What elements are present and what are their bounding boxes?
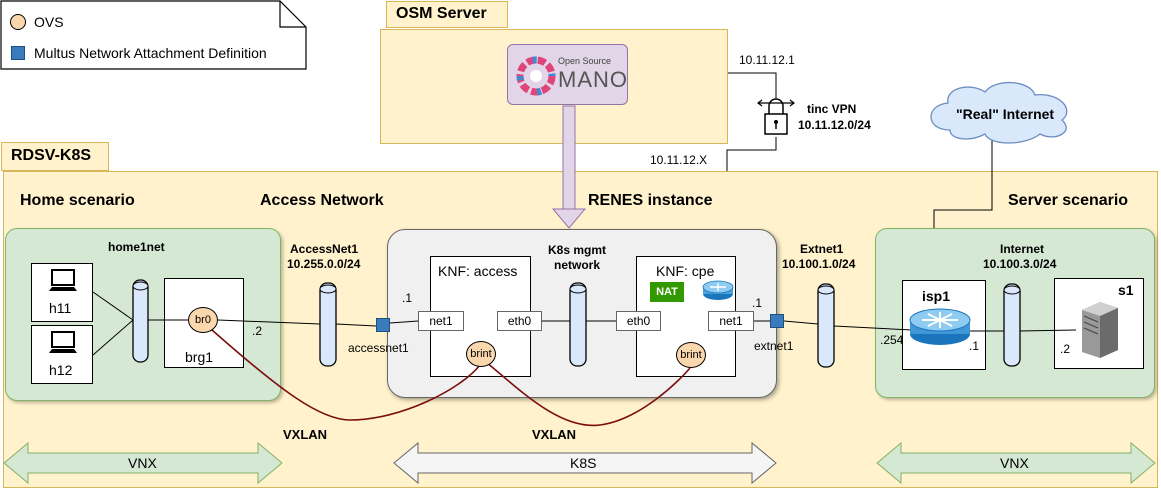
- extnet1-bus[interactable]: [817, 283, 835, 368]
- isp1-ip-left: .254: [880, 333, 904, 347]
- ovs-brint-access[interactable]: brint: [466, 341, 496, 367]
- knf-access-title: KNF: access: [438, 263, 518, 279]
- knf-access-eth0-port[interactable]: eth0: [497, 311, 542, 331]
- vnx-right-arrow: [876, 441, 1156, 485]
- mgmt-net-line2: network: [554, 258, 601, 272]
- legend-ovs-symbol: [10, 14, 26, 30]
- router-icon: [909, 308, 971, 345]
- k8s-arrow: [393, 441, 777, 485]
- host-h11-box[interactable]: h11: [31, 263, 93, 322]
- vpn-cluster-ip: 10.11.12.X: [650, 153, 708, 167]
- server-net-label: Internet: [1000, 242, 1045, 256]
- extnet-name: Extnet1: [800, 242, 844, 256]
- vpn-subnet: 10.11.12.0/24: [798, 118, 871, 132]
- lock-icon: [757, 98, 795, 135]
- accessnet-subnet: 10.255.0.0/24: [287, 257, 361, 271]
- mano-logo-small-text: Open Source: [558, 56, 612, 66]
- legend-box: OVS Multus Network Attachment Definition: [0, 0, 307, 70]
- home1net-bus[interactable]: [132, 279, 149, 363]
- s1-label: s1: [1118, 282, 1134, 298]
- internet-bus[interactable]: [1003, 283, 1021, 367]
- extnet-attach-label: extnet1: [754, 339, 794, 353]
- vpn-name: tinc VPN: [807, 102, 857, 116]
- brg1-label: brg1: [185, 349, 214, 365]
- isp1-ip-right: .1: [969, 339, 980, 353]
- knf-cpe-eth0-port[interactable]: eth0: [616, 311, 661, 331]
- nat-badge: NAT: [650, 282, 684, 302]
- isp1-label: isp1: [922, 288, 951, 304]
- vxlan-right-label: VXLAN: [532, 427, 577, 442]
- k8s-label: K8S: [570, 455, 597, 471]
- accessnet-ip: .1: [402, 291, 413, 305]
- legend-nad-symbol: [11, 46, 25, 60]
- cluster-title-tab: [1, 142, 109, 171]
- router-icon: [702, 280, 734, 300]
- knf-access-net1-port[interactable]: net1: [418, 311, 464, 331]
- osm-mano-logo[interactable]: Open Source MANO: [507, 44, 628, 105]
- legend-ovs-label: OVS: [34, 14, 64, 30]
- accessnet-name: AccessNet1: [290, 242, 359, 256]
- home-net-label: home1net: [108, 240, 165, 254]
- host-h12-box[interactable]: h12: [31, 325, 93, 384]
- knf-cpe-net1-port[interactable]: net1: [708, 311, 754, 331]
- mano-logo-big-text: MANO: [558, 67, 628, 92]
- knf-cpe-ip: .1: [752, 296, 763, 310]
- section-renes-title: RENES instance: [588, 192, 713, 209]
- nad-accessnet1[interactable]: [376, 318, 390, 332]
- accessnet1-bus[interactable]: [319, 282, 337, 367]
- mano-logo-icon: [516, 56, 556, 96]
- legend-nad-label: Multus Network Attachment Definition: [34, 45, 267, 61]
- osm-server-title-tab: [386, 1, 508, 28]
- vxlan-left-label: VXLAN: [283, 427, 328, 442]
- nad-extnet1[interactable]: [770, 314, 784, 328]
- cluster-title: RDSV-K8S: [11, 147, 92, 164]
- section-home-title: Home scenario: [20, 192, 135, 209]
- server-net-subnet: 10.100.3.0/24: [983, 257, 1057, 271]
- vnx-left-arrow: [3, 441, 283, 485]
- section-server-title: Server scenario: [1008, 192, 1129, 209]
- host-h11-label: h11: [49, 300, 72, 316]
- vnx-right-label: VNX: [1000, 455, 1029, 471]
- section-access-title: Access Network: [260, 192, 384, 209]
- home-ip: .2: [252, 324, 263, 338]
- legend-frame: [0, 0, 307, 70]
- s1-ip: .2: [1060, 342, 1071, 356]
- vnx-left-label: VNX: [128, 455, 157, 471]
- computer-icon: [49, 269, 77, 291]
- ovs-brint-cpe[interactable]: brint: [676, 342, 706, 368]
- mgmt-network-bus[interactable]: [569, 282, 587, 367]
- accessnet-attach-label: accessnet1: [348, 341, 409, 355]
- osm-ip: 10.11.12.1: [739, 53, 795, 67]
- server-icon: [1082, 302, 1118, 358]
- ovs-br0[interactable]: br0: [188, 307, 218, 333]
- host-h12-label: h12: [49, 362, 73, 378]
- osm-server-title: OSM Server: [396, 5, 487, 22]
- osm-to-renes-arrow: [551, 105, 587, 229]
- internet-cloud-label: "Real" Internet: [956, 106, 1055, 122]
- cloud-icon: [930, 81, 1068, 144]
- computer-icon: [49, 331, 77, 353]
- mgmt-net-line1: K8s mgmt: [548, 243, 607, 257]
- extnet-subnet: 10.100.1.0/24: [782, 257, 856, 271]
- knf-cpe-title: KNF: cpe: [656, 263, 715, 279]
